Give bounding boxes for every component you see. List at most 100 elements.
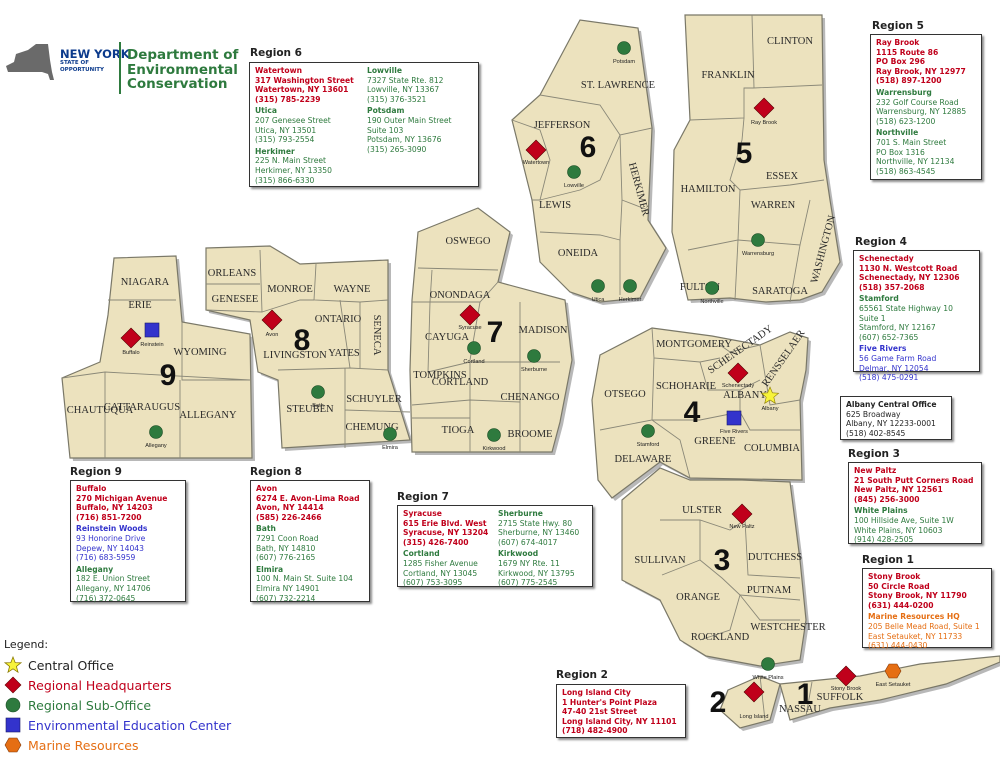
county-label: FULTON [680, 282, 721, 293]
office-address-line: PO Box 296 [876, 57, 926, 67]
office-address-line: 100 N. Main St. Suite 104 [256, 574, 353, 584]
county-label: ST. LAWRENCE [581, 80, 655, 91]
office-address-line: (585) 226-2466 [256, 512, 322, 522]
office-marker-label: Allegany [145, 443, 167, 449]
sub-office-marker [383, 427, 397, 441]
county-label: SARATOGA [752, 286, 808, 297]
legend-item-environmental-education-center: Environmental Education Center [4, 715, 254, 735]
office-marker-label: Northville [700, 299, 723, 305]
office-marker-label: Bath [312, 403, 324, 409]
county-label: HAMILTON [681, 184, 736, 195]
region-3-title: Region 3 [848, 448, 900, 460]
office-address-line: (518) 863-4545 [876, 166, 936, 176]
office-address-line: 701 S. Main Street [876, 137, 947, 147]
office-address-line: 1130 N. Westcott Road [859, 263, 958, 273]
sub-office-marker [761, 657, 775, 671]
office-name: Watertown [255, 66, 303, 75]
office-name: Cortland [403, 549, 440, 559]
office-marker-label: Potsdam [613, 59, 635, 65]
region-number: 1 [797, 678, 814, 711]
office-address-line: Depew, NY 14043 [76, 543, 144, 553]
county-label: WAYNE [334, 284, 371, 295]
office-address-line: Syracuse, NY 13204 [403, 528, 489, 538]
office-address-line: Herkimer, NY 13350 [255, 165, 332, 175]
office-name: Buffalo [76, 484, 107, 493]
office-address-line: (607) 732-2214 [256, 593, 316, 603]
county-label: WYOMING [173, 347, 226, 358]
map-legend: Legend: Central Office Regional Headquar… [4, 638, 254, 755]
region-8-area [205, 245, 413, 451]
county-label: ORLEANS [208, 268, 257, 279]
region-6-area [511, 19, 669, 305]
county-label: ROCKLAND [691, 632, 750, 643]
county-label: CHENANGO [501, 392, 560, 403]
office-address-line: 1 Hunter's Point Plaza [562, 697, 658, 707]
county-label: CLINTON [767, 36, 813, 47]
county-label: FRANKLIN [701, 70, 755, 81]
office-address-line: Stony Brook, NY 11790 [868, 591, 967, 601]
region-number: 3 [714, 544, 731, 577]
region-9-area [61, 255, 255, 461]
sub-office-marker [311, 385, 325, 399]
region-number: 9 [160, 359, 177, 392]
office-marker-label: Kirkwood [482, 446, 505, 452]
office-address-line: Watertown, NY 13601 [255, 85, 349, 95]
dept-line3: Conservation [127, 76, 228, 92]
region-7-area [409, 207, 575, 455]
office-address-line: 615 Erie Blvd. West [403, 518, 487, 528]
county-label: ONEIDA [558, 248, 599, 259]
dept-line2: Environmental [127, 61, 238, 78]
diamond-icon [4, 676, 22, 694]
office-marker-label: White Plains [752, 675, 783, 681]
office-marker-label: Stony Brook [831, 686, 862, 692]
county-label: COLUMBIA [744, 443, 800, 454]
office-name: Stony Brook [868, 572, 921, 581]
office-marker-label: Cortland [463, 359, 484, 365]
office-name: Bath [256, 524, 276, 534]
county-label: DUTCHESS [748, 552, 802, 563]
hq-office-marker [261, 309, 283, 331]
office-address-line: 190 Outer Main Street [367, 115, 452, 125]
office-address-line: 7291 Coon Road [256, 533, 319, 543]
office-address-line: 225 N. Main Street [255, 156, 327, 166]
legend-title: Legend: [4, 638, 49, 651]
office-address-line: Delmar, NY 12054 [859, 363, 929, 373]
office-address-line: (518) 402-8545 [846, 428, 906, 438]
county-label: ULSTER [682, 505, 722, 516]
office-address-line: 317 Washington Street [255, 75, 354, 85]
office-marker-label: Stamford [637, 442, 660, 448]
office-address-line: Cortland, NY 13045 [403, 568, 478, 578]
office-address-line: 1679 NY Rte. 11 [498, 558, 560, 568]
office-address-line: 182 E. Union Street [76, 574, 150, 584]
office-marker-label: Sherburne [521, 367, 547, 373]
office-name: Warrensburg [876, 87, 932, 97]
office-address-line: Suite 103 [367, 125, 404, 135]
office-name: Avon [256, 484, 278, 493]
office-address-line: (716) 372-0645 [76, 593, 136, 603]
office-marker-label: Five Rivers [720, 429, 748, 435]
hq-office-marker [731, 503, 753, 525]
logo-tagline: STATE OF OPPORTUNITY [60, 60, 104, 73]
county-label: SULLIVAN [634, 555, 686, 566]
hq-office-marker [727, 362, 749, 384]
office-name: Sherburne [498, 509, 543, 518]
county-label: GREENE [694, 436, 735, 447]
ny-state-silhouette-icon [6, 44, 54, 80]
office-marker-label: East Setauket [876, 682, 911, 688]
county-label: SENECA [371, 315, 382, 356]
office-marker-label: Lowville [564, 183, 584, 189]
county-label: DELAWARE [615, 454, 672, 465]
